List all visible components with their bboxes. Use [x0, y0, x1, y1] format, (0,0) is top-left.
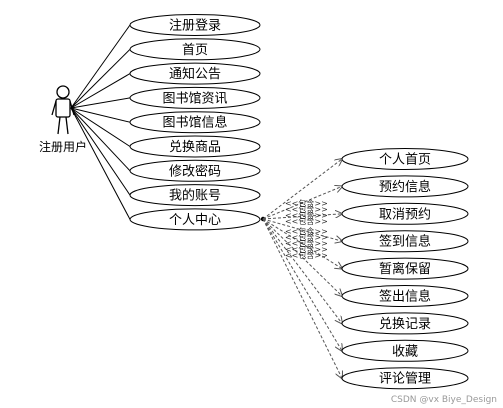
use-case-my-account[interactable]: 我的账号 [129, 184, 261, 207]
include-label: <<包含>> [285, 226, 328, 236]
include-label: <<包含>> [285, 238, 328, 248]
use-case-label: 个人首页 [379, 153, 431, 168]
use-case-ellipse [341, 148, 469, 170]
use-case-label: 评论管理 [379, 372, 431, 387]
include-lines [260, 159, 342, 378]
use-case-home[interactable]: 首页 [129, 38, 261, 61]
use-case-register-login[interactable]: 注册登录 [129, 14, 261, 36]
use-case-ellipse [341, 312, 469, 335]
use-case-label: 图书馆资讯 [162, 91, 227, 106]
include-label: <<包含>> [285, 232, 328, 242]
use-case-label: 注册登录 [169, 19, 221, 34]
include-label: <<包含>> [285, 198, 328, 208]
use-case-label: 收藏 [392, 344, 418, 359]
include-line-favorites [262, 218, 342, 351]
association-line-library-news [70, 97, 131, 109]
use-case-ellipse [341, 339, 469, 362]
include-label: <<包含>> [285, 244, 328, 254]
use-case-cancel-reservation[interactable]: 取消预约 [341, 202, 469, 225]
use-case-label: 我的账号 [169, 188, 221, 204]
include-label: <<包含>> [285, 216, 328, 226]
association-line-my-account [70, 107, 131, 196]
use-case-temporary-leave[interactable]: 暂离保留 [341, 257, 469, 280]
use-case-label: 取消预约 [379, 207, 431, 222]
use-case-change-password[interactable]: 修改密码 [129, 159, 261, 182]
association-line-change-password [70, 107, 131, 172]
association-line-personal-center [70, 107, 131, 220]
include-line-cancel-reservation [262, 214, 342, 220]
use-case-personal-home[interactable]: 个人首页 [341, 148, 469, 170]
use-case-ellipse [129, 111, 261, 134]
use-case-review-management[interactable]: 评论管理 [341, 367, 469, 390]
use-case-ellipse [129, 38, 261, 61]
user-actor-icon [51, 85, 75, 135]
use-case-label: 图书馆信息 [162, 115, 227, 131]
include-line-redeem-records [262, 218, 342, 323]
include-label: <<包含>> [285, 250, 328, 260]
use-case-ellipse [129, 208, 261, 231]
use-case-favorites[interactable]: 收藏 [341, 339, 469, 362]
use-case-ellipse [341, 257, 469, 280]
include-label: <<包含>> [285, 210, 328, 220]
association-line-redeem-goods [70, 107, 131, 147]
use-case-redeem-records[interactable]: 兑换记录 [341, 312, 469, 335]
watermark: CSDN @vx Biye_Design [391, 395, 497, 405]
use-case-reservation-info[interactable]: 预约信息 [341, 175, 469, 198]
use-case-label: 个人中心 [169, 213, 221, 228]
association-line-library-info [70, 107, 131, 123]
include-line-personal-home [262, 159, 342, 220]
association-line-home [70, 48, 131, 109]
use-case-ellipse [129, 159, 261, 182]
include-line-checkin-info [262, 218, 342, 241]
use-case-label: 首页 [182, 43, 208, 58]
include-label: <<包含>> [285, 204, 328, 214]
use-case-ellipse [129, 86, 261, 109]
use-case-ellipse [129, 14, 261, 36]
use-case-ellipse [341, 367, 469, 390]
use-case-label: 签出信息 [379, 289, 431, 305]
use-case-announcements[interactable]: 通知公告 [129, 62, 261, 85]
include-labels: <<包含>><<包含>><<包含>><<包含>><<包含>><<包含>><<包含… [285, 198, 328, 260]
association-line-register-login [70, 24, 131, 109]
use-case-ellipse [341, 202, 469, 225]
use-case-ellipse [341, 285, 469, 307]
use-case-ellipse [129, 62, 261, 85]
association-lines [70, 24, 131, 220]
use-case-ellipse [341, 175, 469, 198]
use-case-label: 修改密码 [169, 163, 221, 179]
use-case-label: 兑换商品 [169, 140, 221, 155]
include-line-reservation-info [262, 186, 342, 220]
use-case-checkin-info[interactable]: 签到信息 [341, 230, 469, 253]
include-line-temporary-leave [262, 218, 342, 269]
use-case-ellipse [341, 230, 469, 253]
include-line-checkout-info [262, 218, 342, 296]
actor-label: 注册用户 [39, 139, 87, 154]
use-case-label: 预约信息 [379, 179, 431, 195]
use-case-personal-center[interactable]: 个人中心 [129, 208, 261, 231]
use-case-library-news[interactable]: 图书馆资讯 [129, 86, 261, 109]
use-case-label: 兑换记录 [379, 317, 431, 332]
use-case-ellipse [129, 184, 261, 207]
use-case-label: 签到信息 [379, 234, 431, 250]
use-case-redeem-goods[interactable]: 兑换商品 [129, 135, 261, 158]
association-line-announcements [70, 73, 131, 109]
use-case-label: 通知公告 [169, 66, 221, 82]
use-case-label: 暂离保留 [379, 261, 431, 277]
use-case-ellipse [129, 135, 261, 158]
use-case-checkout-info[interactable]: 签出信息 [341, 285, 469, 307]
use-case-library-info[interactable]: 图书馆信息 [129, 111, 261, 134]
